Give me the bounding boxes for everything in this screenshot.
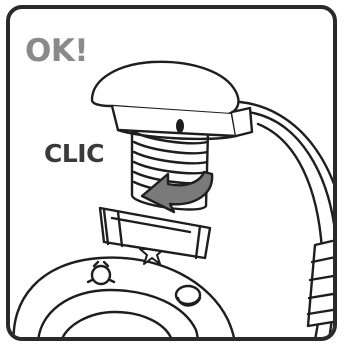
ear-cup-knob-right: [176, 286, 200, 306]
ok-label: OK!: [25, 36, 88, 67]
connector-bracket: [100, 208, 210, 258]
band-slider: [308, 238, 345, 326]
clic-label: CLIC: [44, 141, 104, 166]
dome-cap: [92, 62, 252, 139]
ear-cup: [14, 258, 235, 346]
